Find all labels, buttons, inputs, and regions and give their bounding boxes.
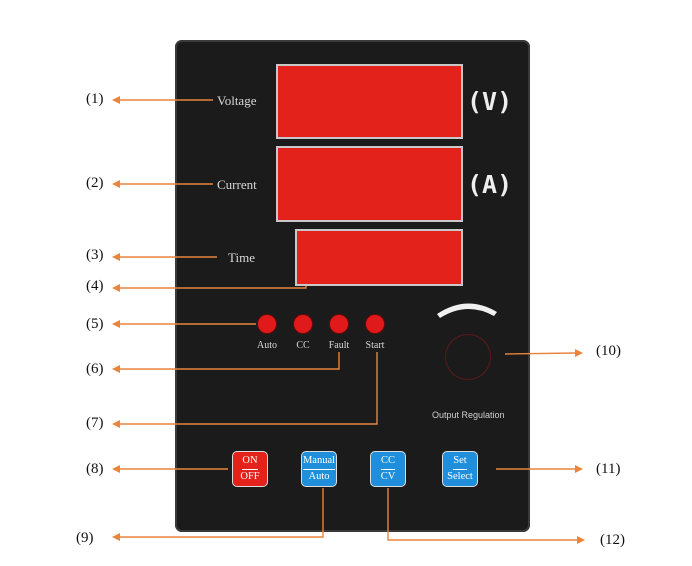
cc-label: CC (380, 455, 395, 470)
current-display (276, 146, 463, 222)
leader-10 (504, 352, 577, 355)
arrowhead-10 (575, 349, 583, 357)
arrowhead-9 (112, 533, 120, 541)
on-label: ON (242, 455, 258, 470)
start-indicator-led (366, 315, 384, 333)
callout-5: (5) (86, 316, 104, 332)
select-label: Select (447, 470, 473, 482)
callout-9: (9) (76, 530, 94, 546)
voltage-unit: (V) (467, 87, 513, 116)
callout-12: (12) (600, 532, 625, 548)
cv-label: CV (380, 470, 396, 482)
auto-label: Auto (308, 470, 330, 482)
on-off-button[interactable]: ON OFF (232, 451, 268, 487)
arrowhead-7 (112, 420, 120, 428)
callout-3: (3) (86, 247, 104, 263)
auto-indicator-led (258, 315, 276, 333)
cc-cv-button[interactable]: CC CV (370, 451, 406, 487)
voltage-label: Voltage (217, 93, 257, 108)
output-regulation-label: Output Regulation (432, 410, 505, 420)
leader-9 (118, 488, 324, 538)
current-label: Current (217, 177, 257, 192)
time-display (295, 229, 463, 286)
time-label: Time (228, 250, 255, 265)
callout-11: (11) (596, 461, 621, 477)
voltage-display (276, 64, 463, 139)
leader-6 (118, 352, 340, 370)
set-select-button[interactable]: Set Select (442, 451, 478, 487)
current-unit: (A) (467, 170, 513, 199)
cc-indicator-label: CC (296, 340, 310, 351)
callout-10: (10) (596, 343, 621, 359)
arrowhead-4 (112, 284, 120, 292)
callout-6: (6) (86, 361, 104, 377)
callout-4: (4) (86, 278, 104, 294)
start-indicator-label: Start (365, 340, 385, 351)
arrowhead-12 (577, 536, 585, 544)
auto-indicator-label: Auto (257, 340, 277, 351)
arrowhead-8 (112, 465, 120, 473)
arrowhead-1 (112, 96, 120, 104)
callout-1: (1) (86, 91, 104, 107)
callout-8: (8) (86, 461, 104, 477)
arrowhead-3 (112, 253, 120, 261)
leader-12 (387, 488, 578, 541)
arrowhead-2 (112, 180, 120, 188)
arrowhead-6 (112, 365, 120, 373)
cc-indicator-led (294, 315, 312, 333)
manual-auto-button[interactable]: Manual Auto (301, 451, 337, 487)
arrowhead-11 (575, 465, 583, 473)
off-label: OFF (240, 470, 260, 482)
knob-arc-mark (437, 303, 497, 318)
callout-7: (7) (86, 415, 104, 431)
fault-indicator-led (330, 315, 348, 333)
callout-2: (2) (86, 175, 104, 191)
fault-indicator-label: Fault (328, 340, 350, 351)
output-regulation-knob[interactable] (445, 334, 491, 380)
leader-7 (118, 352, 378, 425)
leader-4 (118, 286, 307, 289)
arrowhead-5 (112, 320, 120, 328)
set-label: Set (453, 455, 467, 470)
manual-label: Manual (302, 455, 336, 470)
